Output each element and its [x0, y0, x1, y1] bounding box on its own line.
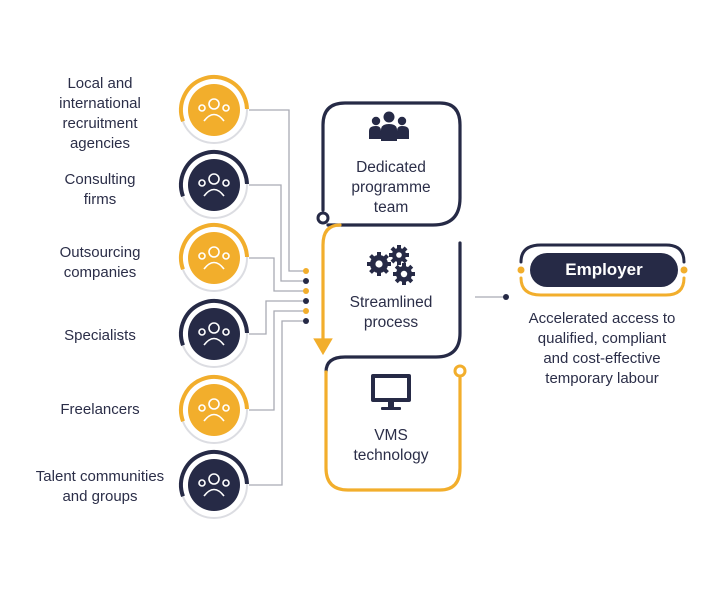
- source-label-outsourcing-companies: Outsourcing companies: [59, 244, 141, 281]
- icon-ring-arc: [179, 223, 249, 293]
- stage-path-middle: [324, 241, 462, 374]
- connector-dot-specialists: [303, 298, 309, 304]
- icon-ring-arc: [179, 450, 249, 520]
- employer-bracket-dot-right: [680, 266, 688, 274]
- stage-path-gold-arrow: [321, 223, 342, 347]
- source-icon-recruitment-agencies: [179, 74, 250, 145]
- stage-path-bottom: [324, 370, 462, 492]
- employer-badge: Employer: [530, 253, 678, 287]
- gears-icon: [367, 245, 415, 285]
- search-person-icon: [188, 84, 240, 136]
- group-icon: [188, 459, 240, 511]
- connector-dot-talent-communities: [303, 318, 309, 324]
- icon-ring-arc: [178, 298, 249, 369]
- stage-label-streamlined-process: Streamlined process: [349, 294, 433, 331]
- employer-bracket-dot-left: [517, 266, 525, 274]
- connector-freelancers: [249, 310, 306, 411]
- connector-consulting-firms: [249, 184, 306, 282]
- connector-outsourcing-companies: [249, 257, 306, 292]
- employer-connector-dot: [503, 294, 509, 300]
- connector-specialists: [249, 300, 306, 335]
- path-end-dot: [453, 364, 467, 378]
- icon-glyph: [198, 398, 230, 422]
- gear-icon: [393, 263, 415, 285]
- source-label-specialists: Specialists: [64, 327, 136, 344]
- laptop-worker-icon: [188, 384, 240, 436]
- icon-glyph: [198, 246, 230, 270]
- source-label-talent-communities: Talent communities and groups: [35, 468, 165, 505]
- connector-dot-recruitment-agencies: [303, 268, 309, 274]
- source-icon-consulting-firms: [179, 150, 249, 220]
- icon-ring-arc: [179, 375, 249, 446]
- icon-glyph: [198, 98, 230, 122]
- source-icon-talent-communities: [179, 450, 249, 520]
- gear-icon: [389, 245, 409, 265]
- icon-glyph: [198, 173, 230, 197]
- arrow-head: [313, 338, 333, 356]
- meeting-icon: [188, 159, 240, 211]
- connector-dot-consulting-firms: [303, 278, 309, 284]
- connector-dot-freelancers: [303, 308, 309, 314]
- source-label-consulting-firms: Consulting firms: [64, 171, 136, 208]
- stage-label-dedicated-team: Dedicated programme team: [351, 159, 431, 216]
- icon-ring-arc: [179, 150, 249, 220]
- path-start-dot: [316, 211, 330, 225]
- source-icon-specialists: [178, 298, 249, 369]
- stage-path-top: [321, 101, 462, 227]
- gear-icon: [367, 252, 391, 276]
- employer-outcome-text: Accelerated access to qualified, complia…: [528, 310, 676, 387]
- team-icon: [369, 111, 409, 141]
- source-icon-outsourcing-companies: [179, 223, 249, 293]
- connector-recruitment-agencies: [249, 109, 306, 272]
- stage-label-vms-technology: VMS technology: [353, 427, 429, 464]
- presenter-icon: [188, 308, 240, 360]
- source-label-freelancers: Freelancers: [60, 401, 140, 418]
- icon-ring-arc: [179, 74, 250, 145]
- icon-glyph: [198, 322, 230, 346]
- icon-glyph: [198, 473, 230, 497]
- connector-dot-outsourcing-companies: [303, 288, 309, 294]
- globe-network-icon: [188, 232, 240, 284]
- monitor-icon: [371, 374, 411, 410]
- employer-bracket-bottom: [519, 276, 686, 297]
- source-icon-freelancers: [179, 375, 249, 446]
- connector-talent-communities: [249, 320, 306, 486]
- employer-bracket-top: [519, 243, 686, 264]
- source-label-recruitment-agencies: Local and international recruitment agen…: [59, 75, 141, 152]
